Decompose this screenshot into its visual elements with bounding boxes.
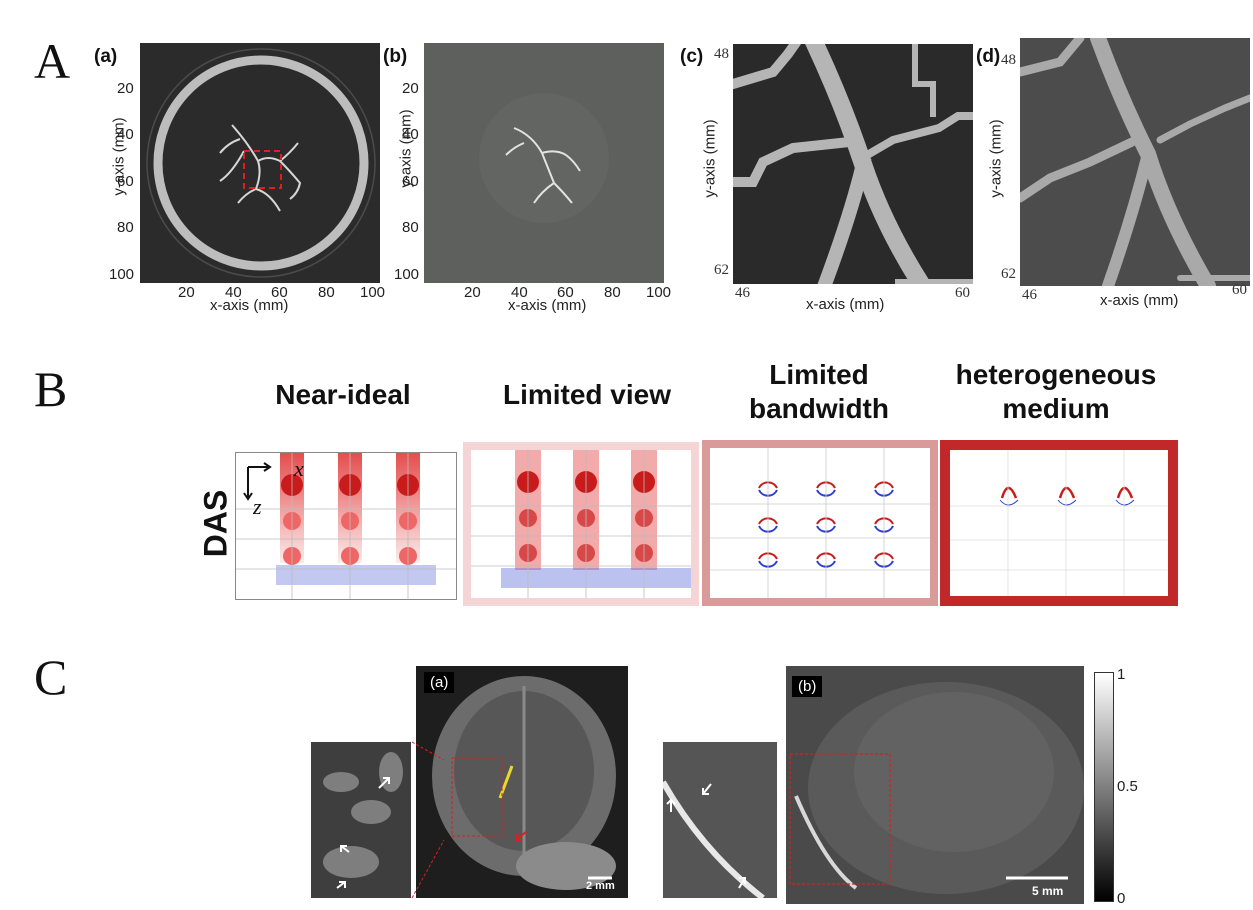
x-tick: 20	[178, 284, 195, 301]
y-tick: 40	[402, 126, 419, 143]
panel-c-b-zoom-inset	[660, 742, 777, 901]
y-tick: 80	[402, 219, 419, 236]
panel-a-a-image	[140, 43, 380, 283]
x-tick: 100	[646, 284, 672, 301]
axis-x-label: x	[294, 456, 304, 481]
scalebar-label: 5 mm	[1032, 884, 1064, 898]
x-tick: 60	[557, 284, 574, 301]
x-axis-label: x-axis (mm)	[210, 297, 289, 314]
column-title: heterogeneous medium	[955, 359, 1157, 424]
y-tick: 20	[117, 80, 134, 97]
y-tick: 62	[714, 262, 729, 278]
x-axis-label: x-axis (mm)	[1100, 292, 1179, 309]
x-tick: 60	[1232, 282, 1247, 298]
y-tick: 100	[394, 266, 420, 283]
x-tick: 60	[271, 284, 288, 301]
das-near-ideal-panel	[235, 452, 457, 600]
x-tick: 100	[360, 284, 386, 301]
column-title: Near-ideal	[275, 379, 411, 410]
colorbar-tick: 1	[1117, 666, 1126, 683]
y-tick: 80	[117, 219, 134, 236]
das-heterogeneous-image	[950, 450, 1168, 596]
das-heterogeneous-panel	[940, 440, 1178, 606]
scalebar-label: 2 mm	[586, 880, 615, 892]
panel-c-b-label: (b)	[792, 676, 823, 697]
row-label-das: DAS	[197, 489, 234, 558]
panel-a-c-label: (c)	[680, 46, 704, 67]
section-label-b: B	[34, 361, 68, 417]
y-tick: 20	[402, 80, 419, 97]
y-axis-label: y-axis (mm)	[397, 109, 415, 188]
zoom-divider	[777, 742, 785, 898]
y-tick: 60	[117, 173, 134, 190]
colorbar-tick: 0	[1117, 890, 1126, 907]
y-axis-label: y-axis (mm)	[701, 119, 719, 198]
panel-c-a-label: (a)	[424, 672, 455, 693]
y-tick: 48	[714, 46, 729, 62]
x-tick: 80	[318, 284, 335, 301]
das-limited-view-image	[471, 450, 691, 598]
das-limited-bandwidth-panel	[702, 440, 938, 606]
x-axis-label: x-axis (mm)	[806, 296, 885, 313]
section-label-a: A	[34, 33, 71, 89]
column-title: Limited view	[502, 379, 672, 410]
panel-c-a-zoom-inset	[311, 742, 411, 898]
das-limited-view-panel	[463, 442, 699, 606]
zoom-connector-lines	[411, 741, 445, 899]
brain-image-b	[789, 682, 1084, 894]
y-tick: 100	[109, 266, 135, 283]
panel-a-a-label: (a)	[94, 46, 118, 67]
section-label-c: C	[34, 649, 68, 705]
x-tick: 80	[604, 284, 621, 301]
das-near-ideal-image	[236, 453, 456, 599]
zoom-divider	[412, 742, 415, 898]
x-axis-label: x-axis (mm)	[508, 297, 587, 314]
panel-c-b-image	[786, 666, 1084, 904]
x-tick: 60	[955, 285, 970, 301]
x-tick: 46	[735, 285, 750, 301]
y-axis-label: y-axis (mm)	[110, 117, 128, 196]
panel-a-d-label: (d)	[976, 46, 1001, 67]
y-tick: 48	[1001, 52, 1016, 68]
panel-a-c-image	[726, 32, 977, 297]
x-tick: 46	[1022, 287, 1037, 303]
panel-a-d-image	[1015, 30, 1253, 294]
brain-image-a	[432, 676, 616, 890]
das-limited-bandwidth-image	[710, 448, 930, 598]
zoom-reconstruction-image	[1015, 30, 1253, 294]
colorbar-tick: 0.5	[1117, 778, 1138, 795]
vessel-phantom-image	[146, 48, 376, 278]
reconstruction-image	[479, 93, 609, 223]
x-tick: 20	[464, 284, 481, 301]
y-tick: 60	[402, 173, 419, 190]
x-tick: 40	[225, 284, 242, 301]
x-tick: 40	[511, 284, 528, 301]
y-tick: 40	[117, 126, 134, 143]
panel-a-b-label: (b)	[383, 46, 408, 67]
panel-c-a-image	[416, 666, 628, 898]
axis-z-label: z	[253, 494, 262, 519]
panel-a-b-image	[424, 43, 664, 283]
zoom-inset-image-b	[660, 780, 765, 901]
y-tick: 62	[1001, 266, 1016, 282]
y-axis-label: y-axis (mm)	[987, 119, 1005, 198]
zoom-phantom-image	[726, 32, 977, 297]
zoom-inset-image	[323, 752, 403, 889]
column-title: Limited bandwidth	[749, 359, 889, 424]
colorbar	[1094, 672, 1114, 902]
